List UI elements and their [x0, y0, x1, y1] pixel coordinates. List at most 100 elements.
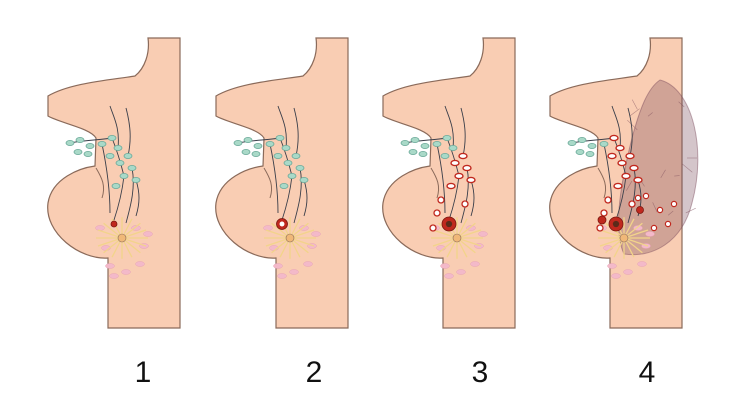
lymph-node: [585, 151, 595, 158]
involved-lymph-node: [462, 164, 472, 172]
lymph-node: [107, 135, 117, 142]
stage-number-3: 3: [471, 356, 489, 389]
lymph-vessel: [293, 167, 302, 224]
stage-number-1: 1: [134, 356, 152, 389]
gland-lobule: [440, 263, 450, 269]
metastatic-spot: [634, 194, 642, 202]
involved-lymph-node: [633, 176, 643, 184]
lymph-vessel: [603, 143, 613, 214]
spread-vessel: [626, 180, 633, 191]
breast-fold-line: [430, 167, 440, 199]
spread-vessel: [685, 207, 696, 214]
lymph-node: [299, 176, 309, 183]
gland-lobule: [645, 231, 655, 237]
involved-lymph-node: [454, 172, 464, 180]
lymph-node: [400, 140, 410, 147]
gland-lobule: [456, 269, 466, 275]
lymph-node: [283, 159, 293, 166]
gland-lobule: [311, 231, 321, 237]
lymph-node: [85, 143, 95, 150]
metastatic-spot: [642, 192, 650, 200]
lymph-node: [410, 137, 420, 144]
lymph-node: [97, 141, 107, 148]
metastatic-spot: [433, 209, 441, 217]
lymph-node: [575, 149, 585, 156]
spread-vessel: [627, 119, 638, 131]
spread-vessel: [674, 175, 680, 177]
tumor-core: [445, 220, 453, 228]
torso-silhouette: [47, 37, 181, 329]
metastatic-spot: [437, 196, 445, 204]
gland-lobule: [95, 225, 105, 231]
gland-lobule: [611, 273, 621, 279]
lymph-node: [275, 135, 285, 142]
lymph-vessel: [611, 105, 621, 149]
spread-vessel: [682, 163, 693, 173]
metastatic-spot: [600, 209, 608, 217]
lymph-node: [251, 151, 261, 158]
gland-lobule: [277, 273, 287, 279]
secondary-tumor: [597, 215, 607, 225]
spread-vessel: [647, 112, 653, 117]
lymph-node: [123, 153, 133, 160]
lymph-vessel: [303, 179, 308, 217]
lymph-vessel: [125, 107, 131, 157]
lymph-node: [418, 151, 428, 158]
lymph-vessel: [627, 167, 636, 224]
lymph-vessel: [125, 167, 134, 224]
stage-number-2: 2: [305, 356, 323, 389]
gland-lobule: [478, 231, 488, 237]
involved-lymph-node: [613, 182, 623, 190]
lymph-node: [420, 143, 430, 150]
lymph-node: [83, 151, 93, 158]
spread-vessel: [629, 108, 640, 117]
metastatic-spot: [429, 224, 437, 232]
lymph-node: [295, 164, 305, 171]
lymph-vessel: [269, 143, 279, 214]
gland-lobule: [109, 273, 119, 279]
involved-lymph-node: [607, 152, 617, 160]
lymph-node: [291, 153, 301, 160]
nipple-center: [619, 233, 629, 243]
involved-lymph-node: [621, 172, 631, 180]
lymph-node: [273, 153, 283, 160]
spread-vessel: [660, 169, 666, 179]
stage-1-illustration: [47, 37, 181, 329]
lymph-vessel: [135, 179, 140, 217]
lymph-vessel: [436, 143, 446, 214]
metastatic-spot: [670, 200, 678, 208]
lymph-node: [127, 164, 137, 171]
lymph-node: [448, 145, 458, 152]
gland-lobule: [637, 261, 647, 267]
gland-lobule: [263, 225, 273, 231]
lymph-node: [440, 153, 450, 160]
spread-vessel: [678, 101, 685, 108]
nipple-center: [117, 233, 127, 243]
metastatic-spot: [604, 196, 612, 204]
lymph-node: [73, 149, 83, 156]
lymph-node: [408, 149, 418, 156]
lymph-node: [111, 182, 121, 189]
involved-lymph-node: [446, 182, 456, 190]
lymph-node: [253, 143, 263, 150]
lymph-vessel: [101, 143, 111, 214]
gland-lobule: [607, 263, 617, 269]
involved-lymph-node: [615, 144, 625, 152]
gland-lobule: [143, 231, 153, 237]
stage-3-illustration: [382, 37, 516, 329]
lymph-vessel: [627, 107, 633, 157]
metastatic-spot: [596, 224, 604, 232]
involved-lymph-node: [609, 134, 619, 142]
metastatic-spot: [650, 224, 658, 232]
breast-fold-line: [263, 167, 273, 199]
lymph-node: [119, 172, 129, 179]
stage-2-illustration: [215, 37, 349, 329]
involved-lymph-node: [450, 159, 460, 167]
tumor-core: [279, 221, 285, 227]
lymph-node: [243, 137, 253, 144]
lymph-vessel: [113, 175, 125, 221]
lymph-node: [287, 172, 297, 179]
nipple-center: [452, 233, 462, 243]
involved-lymph-node: [629, 164, 639, 172]
